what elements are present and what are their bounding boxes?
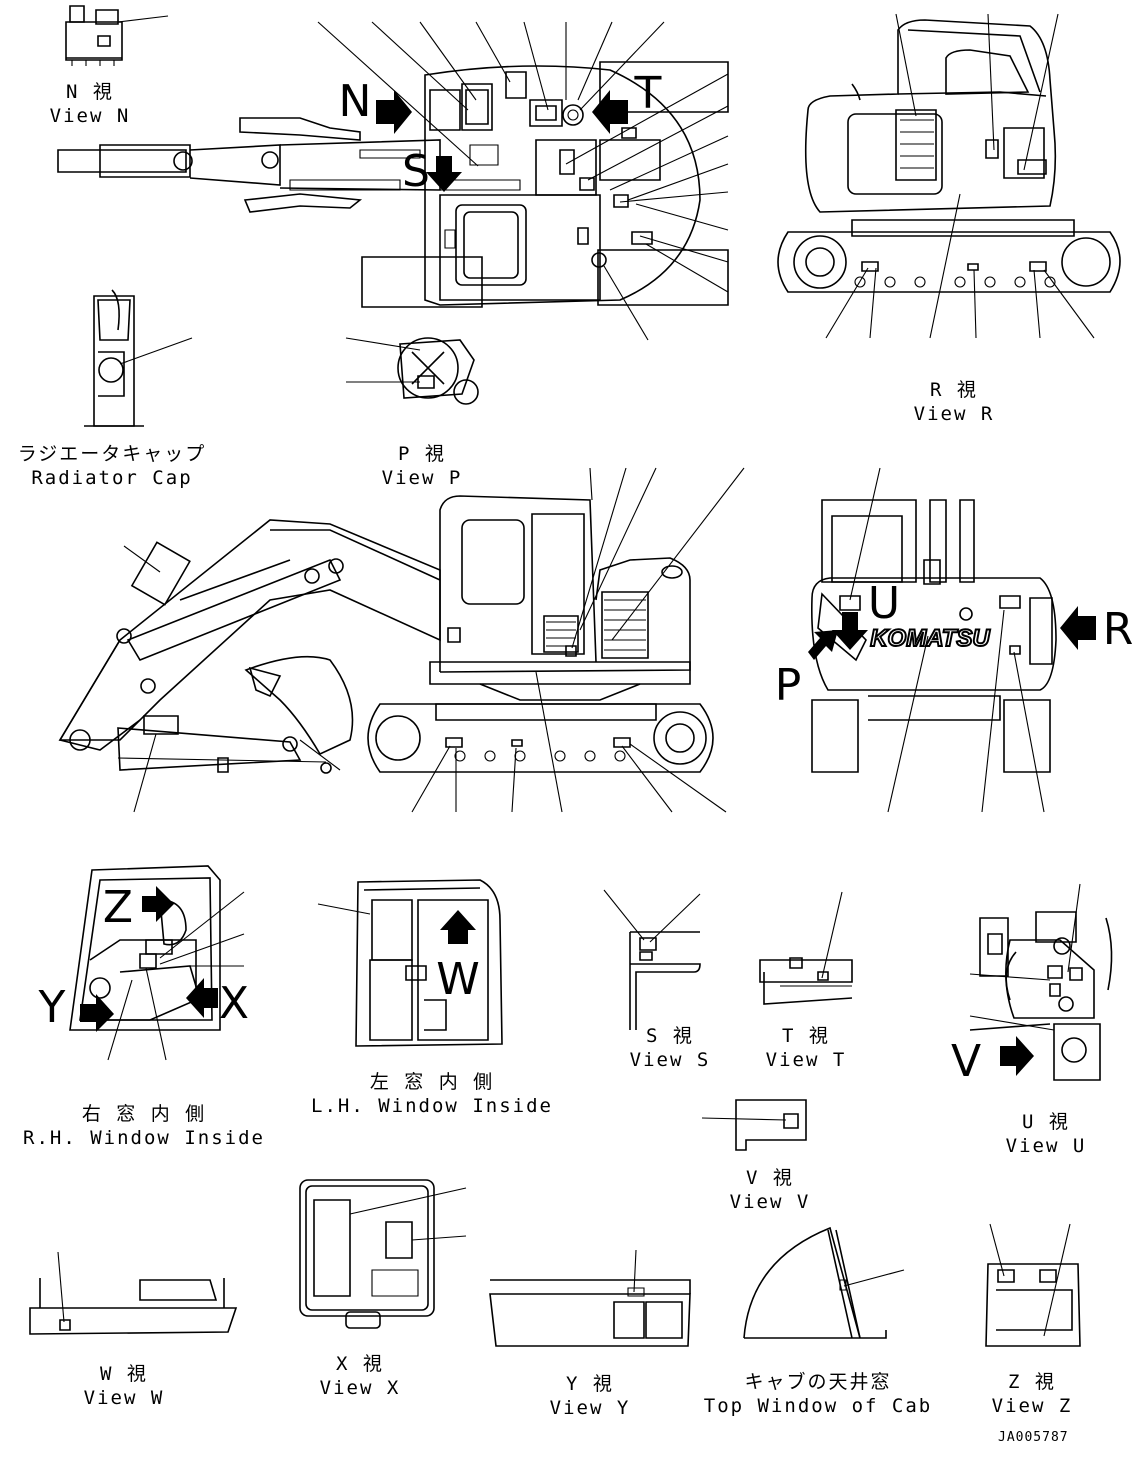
view-t-detail [760, 892, 852, 1004]
arrow-label-v: V [950, 1036, 982, 1087]
side-view-machine [60, 468, 744, 812]
komatsu-logo: KOMATSU [870, 625, 990, 652]
lh-window-inside [318, 880, 502, 1046]
view-w-detail [30, 1252, 236, 1334]
view-y-detail [490, 1250, 690, 1346]
view-p-detail [346, 338, 478, 404]
arrow-label-y: Y [38, 982, 66, 1033]
arrow-label-n: N [338, 76, 372, 127]
arrow-label-u: U [867, 578, 901, 629]
view-r-rear [778, 14, 1120, 338]
view-x-detail [300, 1180, 466, 1328]
arrow-label-r: R [1102, 604, 1134, 655]
arrow-label-t: T [634, 68, 662, 119]
view-u-detail [970, 884, 1112, 1080]
arrow-label-s: S [402, 146, 430, 197]
view-n-detail [66, 6, 168, 66]
view-v-detail [702, 1100, 806, 1150]
rear-view-machine: KOMATSU [808, 468, 1096, 812]
drawing-code: JA005787 [998, 1430, 1069, 1445]
arrow-label-p: P [774, 660, 802, 711]
rh-window-inside [70, 866, 244, 1060]
top-plan-view [58, 22, 728, 340]
view-z-detail [986, 1224, 1080, 1346]
view-s-detail [604, 890, 700, 1030]
top-window-of-cab-detail [744, 1228, 904, 1338]
radiator-cap-detail [84, 290, 192, 426]
arrow-label-x: X [218, 978, 250, 1029]
arrow-label-w: W [436, 954, 480, 1005]
arrow-label-z: Z [102, 882, 134, 933]
